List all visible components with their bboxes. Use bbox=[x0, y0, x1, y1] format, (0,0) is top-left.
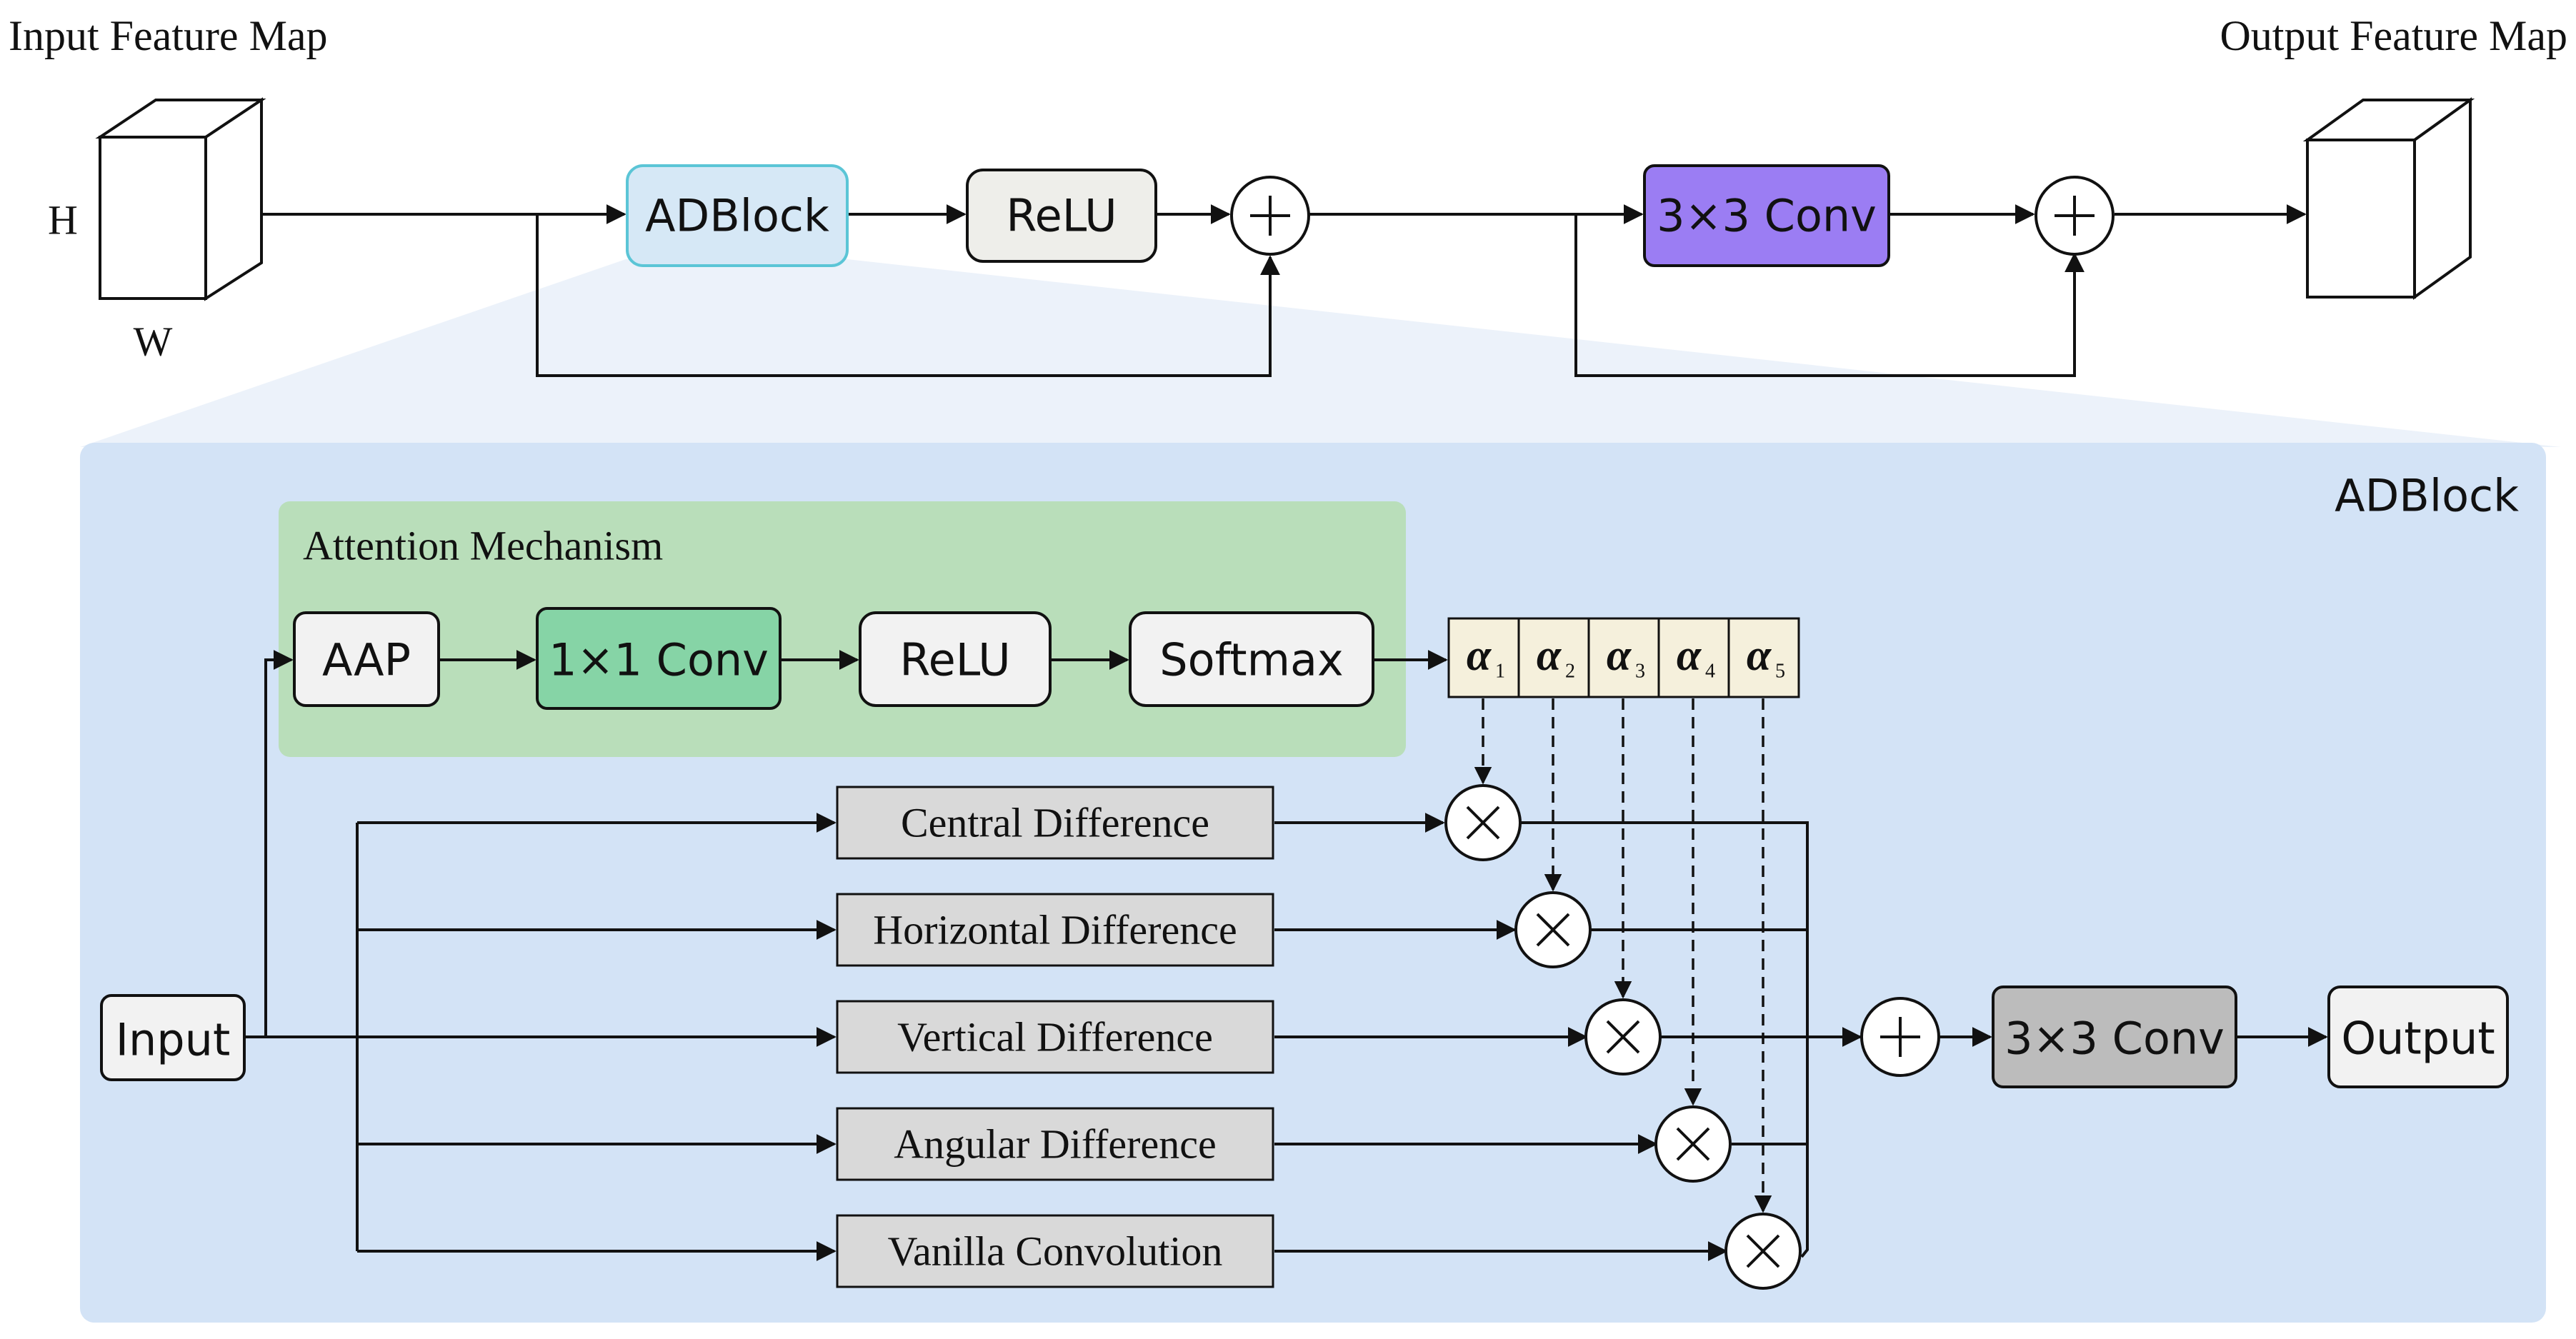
add-node-top-1 bbox=[1230, 176, 1310, 256]
adblock-detail-panel: ADBlock Attention Mechanism bbox=[80, 443, 2546, 1323]
relu-node-detail: ReLU bbox=[859, 611, 1052, 707]
multiply-node-4 bbox=[1654, 1105, 1732, 1183]
alpha-5-symbol: α bbox=[1747, 631, 1772, 680]
input-feature-map-label: Input Feature Map bbox=[9, 12, 328, 59]
input-cube-icon bbox=[95, 97, 266, 301]
relu-node-top: ReLU bbox=[966, 169, 1157, 263]
alpha-cell-3: α 3 bbox=[1587, 617, 1660, 698]
detail-output-label: Output bbox=[2341, 1013, 2495, 1065]
conv1x1-node: 1×1 Conv bbox=[536, 607, 782, 710]
alpha-3-symbol: α bbox=[1607, 631, 1632, 680]
adblock-node-label: ADBlock bbox=[645, 190, 829, 242]
sum-node-detail bbox=[1860, 997, 1940, 1077]
conv3x3-node-top-label: 3×3 Conv bbox=[1657, 190, 1877, 242]
alpha-4-subscript: 4 bbox=[1705, 661, 1715, 683]
branch-vertical-difference: Vertical Difference bbox=[836, 1000, 1274, 1074]
branch-horizontal-difference: Horizontal Difference bbox=[836, 893, 1274, 967]
softmax-node: Softmax bbox=[1129, 611, 1374, 707]
alpha-weights: α 1 α 2 α 3 α 4 α 5 bbox=[1447, 617, 1800, 698]
alpha-dashed-connectors bbox=[1474, 698, 1772, 1213]
multiply-node-5 bbox=[1724, 1213, 1802, 1290]
multiply-node-2 bbox=[1514, 891, 1592, 968]
branch-vertical-difference-label: Vertical Difference bbox=[897, 1014, 1213, 1060]
alpha-cell-2: α 2 bbox=[1517, 617, 1590, 698]
alpha-cell-5: α 5 bbox=[1727, 617, 1800, 698]
alpha-cell-4: α 4 bbox=[1657, 617, 1730, 698]
branch-angular-difference: Angular Difference bbox=[836, 1107, 1274, 1181]
width-dimension-label: W bbox=[134, 319, 173, 365]
adblock-node: ADBlock bbox=[626, 164, 849, 267]
conv3x3-node-detail: 3×3 Conv bbox=[1992, 986, 2237, 1088]
multiply-node-1 bbox=[1444, 784, 1522, 861]
detail-output-node: Output bbox=[2327, 986, 2509, 1088]
alpha-4-symbol: α bbox=[1677, 631, 1702, 680]
conv1x1-node-label: 1×1 Conv bbox=[549, 634, 769, 686]
conv3x3-node-detail-label: 3×3 Conv bbox=[2005, 1013, 2225, 1065]
alpha-5-subscript: 5 bbox=[1775, 661, 1785, 683]
top-connectors bbox=[261, 204, 2307, 377]
alpha-cell-1: α 1 bbox=[1447, 617, 1520, 698]
alpha-2-subscript: 2 bbox=[1565, 661, 1575, 683]
multiply-node-3 bbox=[1584, 998, 1662, 1075]
adblock-detail-title: ADBlock bbox=[2335, 470, 2519, 522]
branch-central-difference-label: Central Difference bbox=[901, 800, 1209, 846]
relu-node-detail-label: ReLU bbox=[899, 634, 1010, 686]
branch-central-difference: Central Difference bbox=[836, 786, 1274, 860]
branch-vanilla-convolution-label: Vanilla Convolution bbox=[888, 1228, 1223, 1275]
branch-horizontal-difference-label: Horizontal Difference bbox=[873, 907, 1237, 953]
branch-vanilla-convolution: Vanilla Convolution bbox=[836, 1214, 1274, 1288]
detail-connectors bbox=[246, 650, 2328, 1261]
aap-node: AAP bbox=[293, 611, 440, 707]
alpha-2-symbol: α bbox=[1537, 631, 1562, 680]
zoom-projection bbox=[80, 259, 2561, 447]
detail-input-label: Input bbox=[116, 1014, 231, 1066]
relu-node-top-label: ReLU bbox=[1006, 190, 1117, 242]
branch-angular-difference-label: Angular Difference bbox=[894, 1121, 1216, 1168]
softmax-node-label: Softmax bbox=[1159, 634, 1343, 686]
aap-node-label: AAP bbox=[322, 634, 411, 686]
conv3x3-node-top: 3×3 Conv bbox=[1643, 164, 1890, 267]
detail-input-node: Input bbox=[100, 994, 246, 1081]
attention-mechanism-title: Attention Mechanism bbox=[303, 523, 663, 569]
add-node-top-2 bbox=[2035, 176, 2115, 256]
height-dimension-label: H bbox=[48, 197, 78, 244]
alpha-3-subscript: 3 bbox=[1635, 661, 1645, 683]
output-feature-map-label: Output Feature Map bbox=[2220, 12, 2567, 59]
alpha-1-subscript: 1 bbox=[1495, 661, 1505, 683]
top-pipeline: Input Feature Map Output Feature Map H W bbox=[9, 12, 2567, 377]
output-cube-icon bbox=[2302, 97, 2475, 300]
alpha-1-symbol: α bbox=[1467, 631, 1492, 680]
